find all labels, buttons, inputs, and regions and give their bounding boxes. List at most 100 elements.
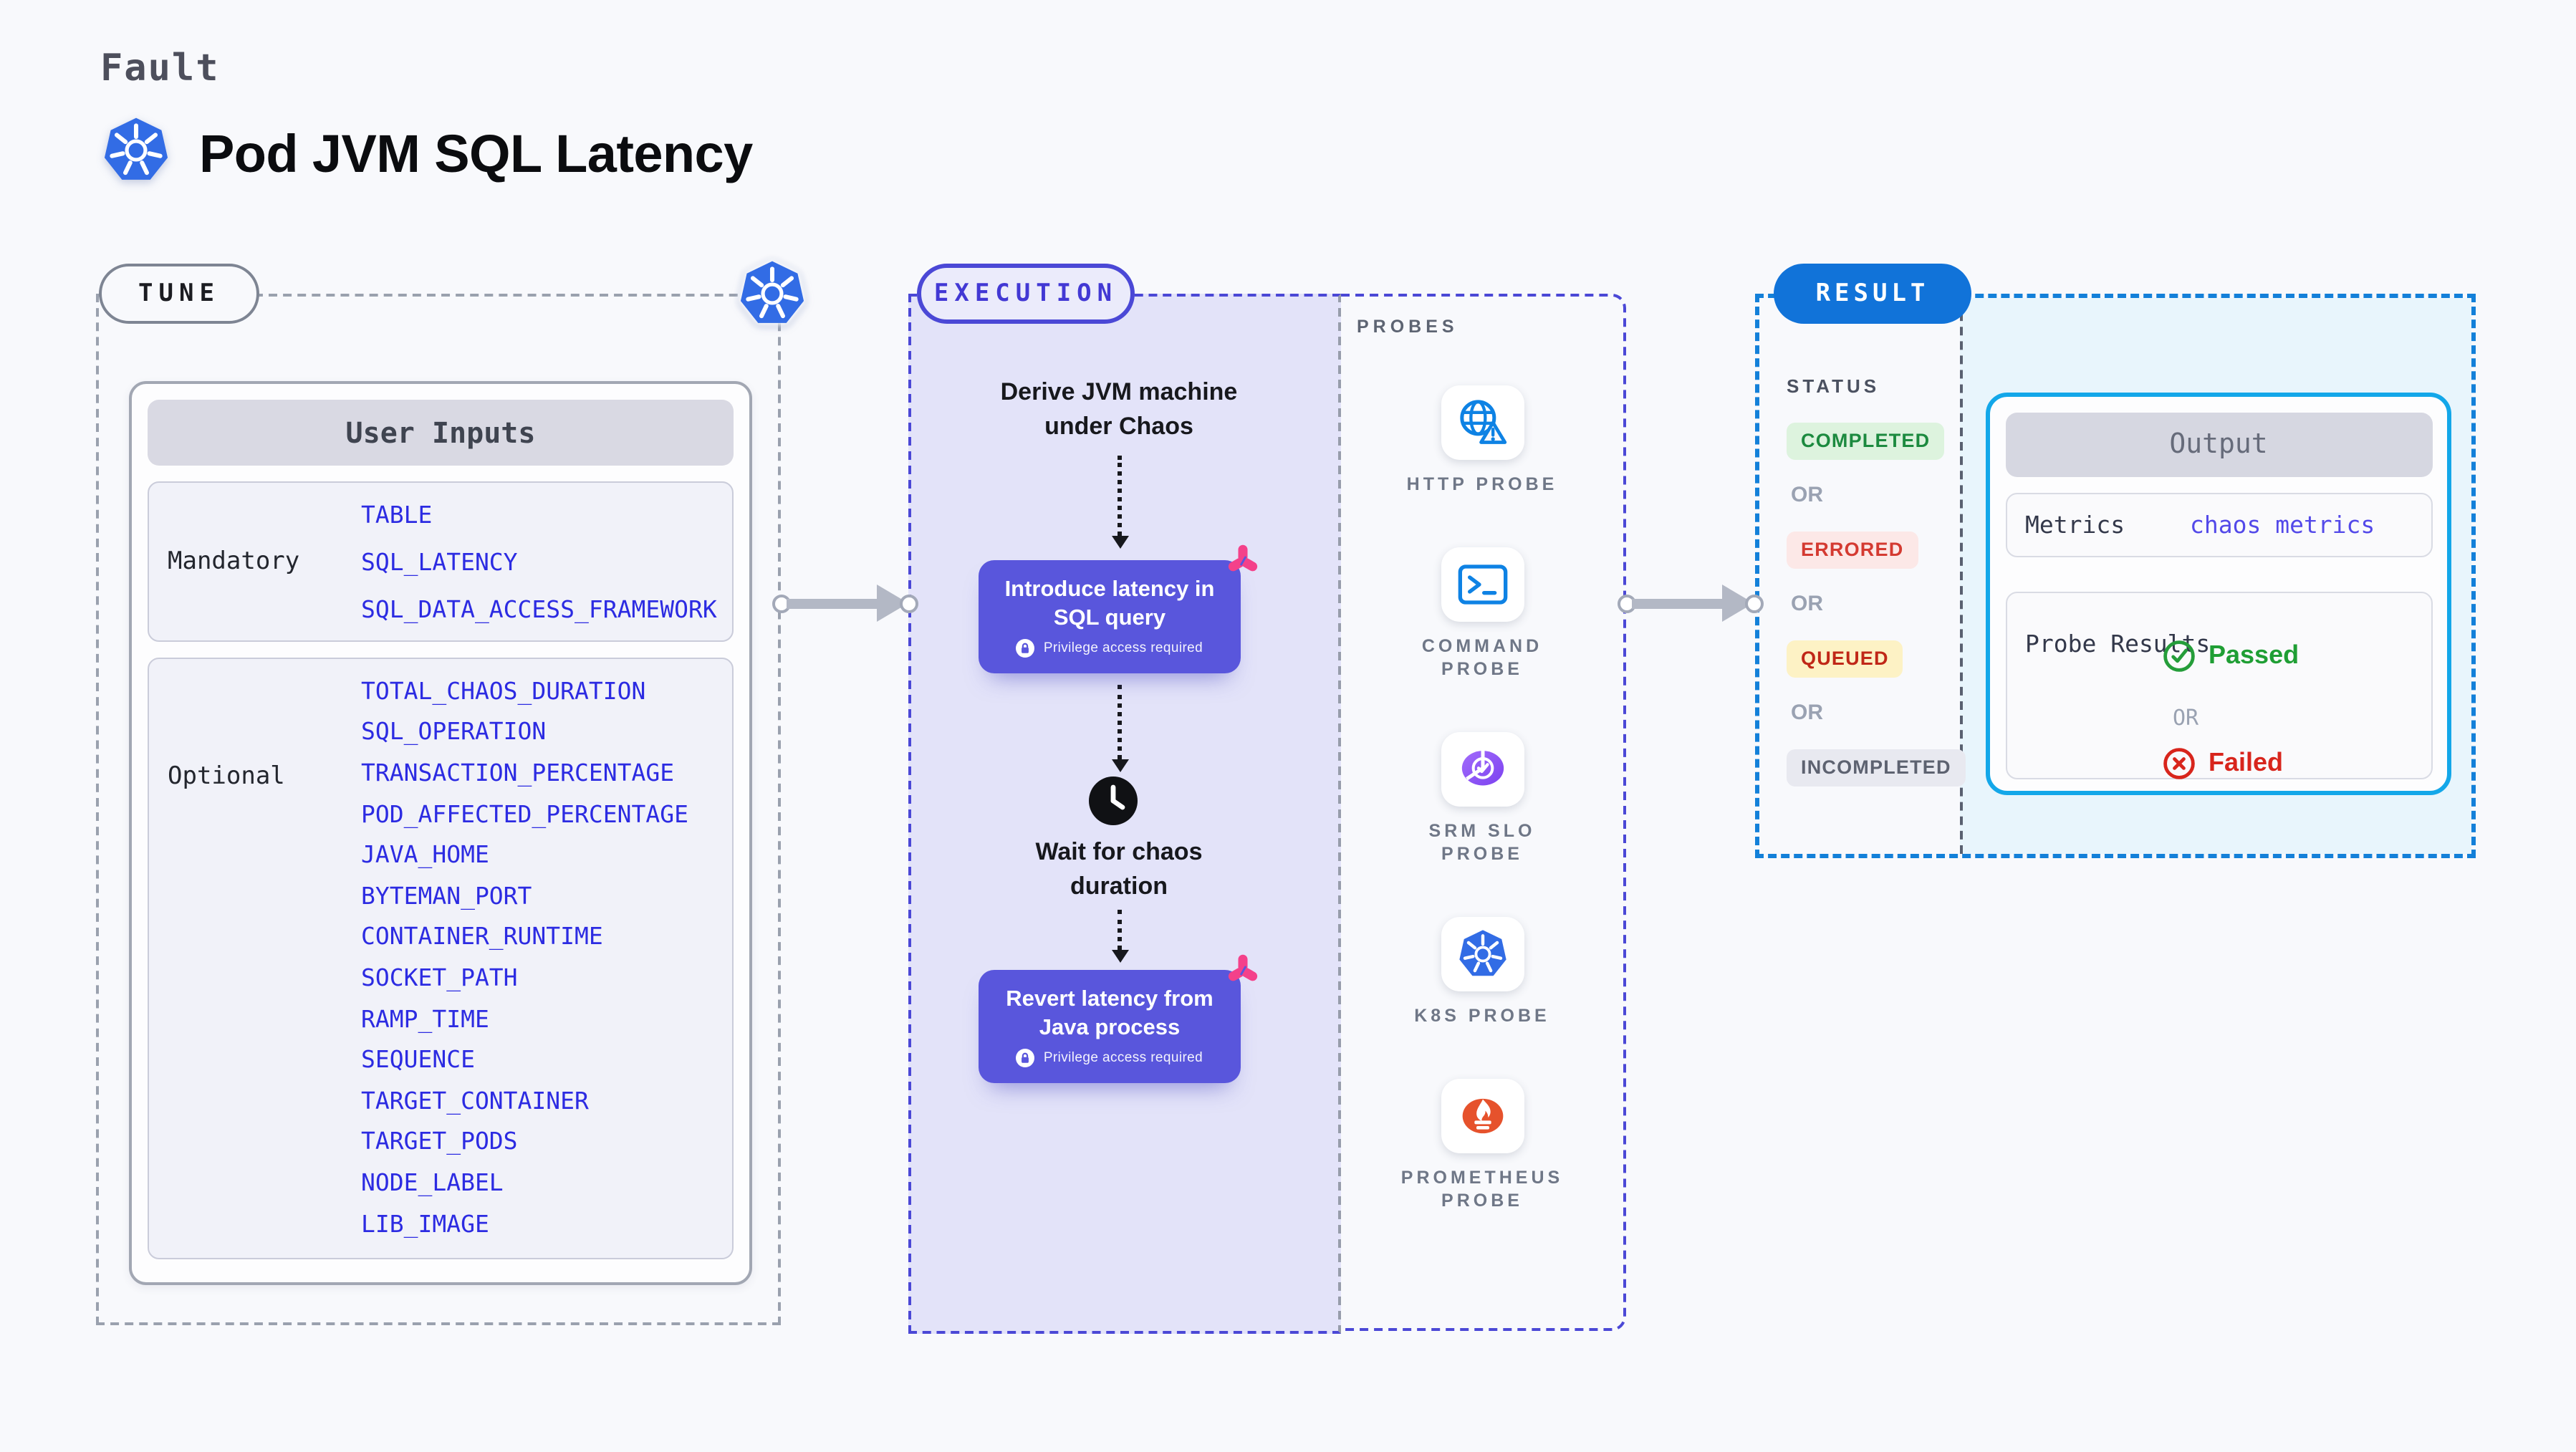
globe-alert-icon xyxy=(1459,400,1506,444)
input-item: TOTAL_CHAOS_DURATION xyxy=(361,677,646,705)
tune-pill: TUNE xyxy=(99,264,259,324)
probe-card xyxy=(1441,385,1524,460)
input-item: SQL_OPERATION xyxy=(361,718,547,746)
probe-item-prometheus: PROMETHEUS PROBE xyxy=(1388,1079,1577,1212)
arrow-line xyxy=(1632,598,1724,608)
or-label: OR xyxy=(1791,483,1823,507)
mandatory-label: Mandatory xyxy=(168,547,300,576)
down-arrow-icon xyxy=(1111,456,1128,549)
metrics-label: Metrics xyxy=(2025,511,2125,538)
x-circle-icon xyxy=(2163,747,2194,779)
chaos-step-revert: Revert latency from Java process Privile… xyxy=(979,954,1258,1083)
input-item: TARGET_CONTAINER xyxy=(361,1087,589,1115)
probe-label: K8S PROBE xyxy=(1414,1006,1550,1026)
output-header: Output xyxy=(2005,412,2432,476)
status-badge-incompleted: INCOMPLETED xyxy=(1787,749,1966,787)
input-item: TRANSACTION_PERCENTAGE xyxy=(361,759,675,787)
metrics-row: Metrics chaos metrics xyxy=(2005,492,2432,557)
slo-pie-check-icon xyxy=(1461,749,1504,786)
status-column: STATUS COMPLETED OR ERRORED OR QUEUED OR… xyxy=(1787,375,1966,811)
tune-to-execution-arrow xyxy=(772,585,918,622)
probe-label: HTTP PROBE xyxy=(1406,474,1558,494)
input-item: LIB_IMAGE xyxy=(361,1210,489,1238)
lock-icon xyxy=(1016,1049,1035,1067)
input-item: RAMP_TIME xyxy=(361,1005,489,1033)
status-badge-completed: COMPLETED xyxy=(1787,423,1945,460)
probes-heading: PROBES xyxy=(1357,317,1458,337)
metrics-value: chaos metrics xyxy=(2190,511,2375,538)
privilege-label: Privilege access required xyxy=(1043,1050,1203,1066)
status-heading: STATUS xyxy=(1787,375,1880,397)
probe-item-command: COMMAND PROBE xyxy=(1388,547,1577,681)
status-badge-errored: ERRORED xyxy=(1787,532,1918,569)
output-card: Output Metrics chaos metrics Probe Resul… xyxy=(1986,393,2451,795)
probe-label: COMMAND PROBE xyxy=(1421,636,1543,679)
probe-label: SRM SLO PROBE xyxy=(1428,821,1536,864)
privilege-badge: Privilege access required xyxy=(1016,1049,1203,1067)
privilege-badge: Privilege access required xyxy=(1016,639,1203,658)
clock-icon xyxy=(1087,775,1139,834)
failed-label: Failed xyxy=(2209,748,2284,777)
input-item: POD_AFFECTED_PERCENTAGE xyxy=(361,800,688,828)
lock-icon xyxy=(1016,639,1035,658)
litmus-chaos-icon xyxy=(1226,544,1259,585)
fault-kicker: Fault xyxy=(100,47,220,90)
execution-to-result-arrow xyxy=(1618,585,1764,622)
optional-inputs-row: Optional TOTAL_CHAOS_DURATION SQL_OPERAT… xyxy=(148,658,734,1259)
mandatory-items: TABLE SQL_LATENCY SQL_DATA_ACCESS_FRAMEW… xyxy=(361,483,721,640)
result-pill: RESULT xyxy=(1774,264,1971,324)
user-inputs-header: User Inputs xyxy=(148,400,734,466)
status-badge-queued: QUEUED xyxy=(1787,640,1903,678)
page-title: Pod JVM SQL Latency xyxy=(199,124,753,183)
probe-card xyxy=(1441,732,1524,807)
input-item: CONTAINER_RUNTIME xyxy=(361,923,603,951)
down-arrow-icon xyxy=(1111,685,1128,772)
optional-label: Optional xyxy=(168,762,285,791)
or-label: OR xyxy=(1791,592,1823,616)
connector-dot xyxy=(1745,594,1764,612)
input-item: SQL_DATA_ACCESS_FRAMEWORK xyxy=(361,595,717,622)
litmus-chaos-icon xyxy=(1226,954,1259,994)
kubernetes-icon xyxy=(1458,930,1506,976)
chaos-step-inject: Introduce latency in SQL query Privilege… xyxy=(979,544,1258,673)
page-header: Pod JVM SQL Latency xyxy=(97,112,753,196)
arrow-line xyxy=(787,598,878,608)
probe-card xyxy=(1441,1079,1524,1153)
probes-panel: HTTP PROBE COMMAND PROBE xyxy=(1341,294,1626,1331)
input-item: BYTEMAN_PORT xyxy=(361,882,532,910)
optional-items: TOTAL_CHAOS_DURATION SQL_OPERATION TRANS… xyxy=(361,659,721,1258)
down-arrow-icon xyxy=(1111,910,1128,963)
check-circle-icon xyxy=(2163,640,2194,671)
probe-item-k8s: K8S PROBE xyxy=(1388,917,1577,1027)
step-derive-label: Derive JVM machine under Chaos xyxy=(1000,378,1238,440)
privilege-label: Privilege access required xyxy=(1043,640,1203,656)
input-item: SQL_LATENCY xyxy=(361,548,518,575)
passed-label: Passed xyxy=(2209,640,2299,669)
user-inputs-card: User Inputs Mandatory TABLE SQL_LATENCY … xyxy=(129,381,752,1285)
kubernetes-icon xyxy=(734,255,811,340)
input-item: SOCKET_PATH xyxy=(361,964,518,991)
probe-card xyxy=(1441,917,1524,991)
probe-card xyxy=(1441,547,1524,622)
execution-pill: EXECUTION xyxy=(917,264,1135,324)
input-item: NODE_LABEL xyxy=(361,1168,504,1196)
mandatory-inputs-row: Mandatory TABLE SQL_LATENCY SQL_DATA_ACC… xyxy=(148,481,734,642)
input-item: TARGET_PODS xyxy=(361,1128,518,1155)
probe-item-srm-slo: SRM SLO PROBE xyxy=(1388,732,1577,865)
step-wait-label: Wait for chaos duration xyxy=(1035,838,1203,900)
input-item: TABLE xyxy=(361,501,433,528)
connector-dot xyxy=(900,594,918,612)
kubernetes-icon xyxy=(97,112,175,196)
chaos-step-title: Introduce latency in SQL query xyxy=(1004,577,1215,630)
failed-line: Failed xyxy=(2161,746,2283,780)
passed-line: Passed xyxy=(2161,638,2299,673)
probe-label: PROMETHEUS PROBE xyxy=(1400,1168,1564,1211)
chaos-step-title: Revert latency from Java process xyxy=(1006,987,1213,1039)
probe-results-row: Probe Results Passed OR Failed xyxy=(2005,591,2432,779)
tune-section xyxy=(96,294,781,1325)
probe-item-http: HTTP PROBE xyxy=(1388,385,1577,496)
input-item: JAVA_HOME xyxy=(361,841,489,869)
prometheus-icon xyxy=(1461,1098,1503,1134)
or-label: OR xyxy=(2173,704,2199,730)
